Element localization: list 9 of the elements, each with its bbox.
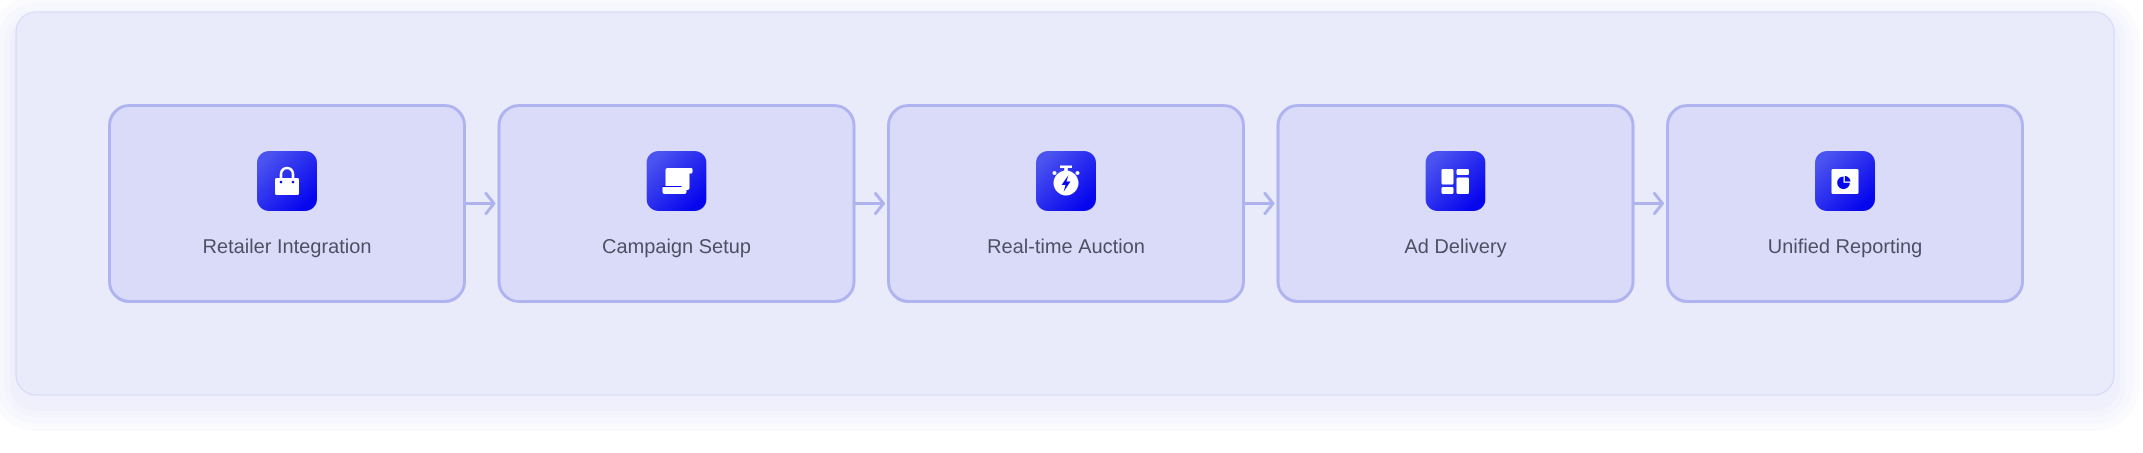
process-box: Real-time Auction [887, 104, 1245, 303]
arrow [1633, 192, 1664, 215]
arrow [1243, 192, 1275, 215]
process-box: Retailer Integration [108, 104, 466, 303]
process-box: Ad Delivery [1276, 104, 1635, 303]
arrow [854, 192, 885, 215]
arrow [464, 192, 496, 215]
process-box: Campaign Setup [497, 104, 856, 303]
process-box: Unified Reporting [1666, 104, 2024, 303]
